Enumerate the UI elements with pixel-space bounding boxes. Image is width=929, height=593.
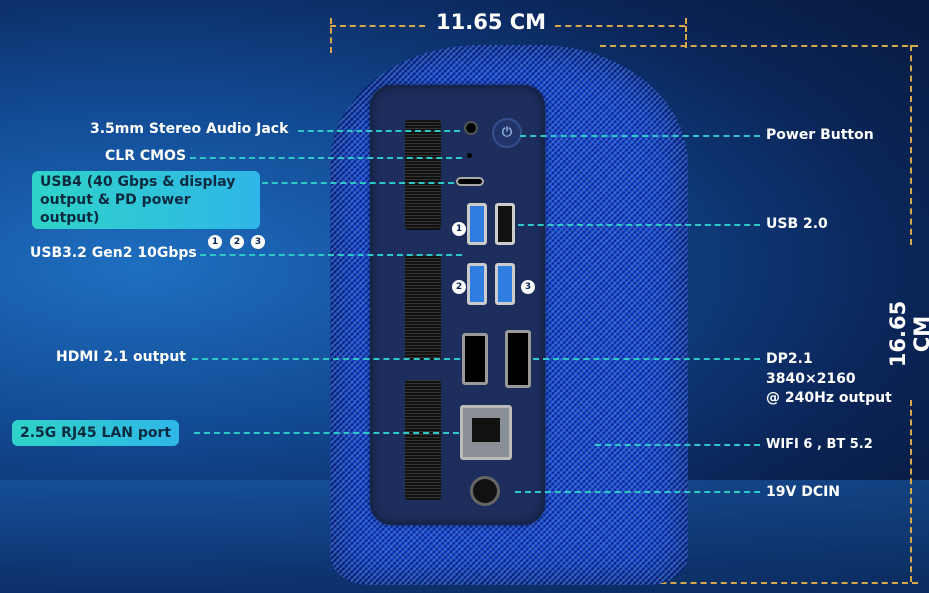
usb3-port-3: [495, 263, 515, 305]
height-dimension-line: [910, 400, 912, 582]
leader-line: [518, 224, 760, 226]
usb3-port-1: [467, 203, 487, 245]
leader-line: [520, 135, 760, 137]
width-dimension-line: [330, 25, 425, 27]
label-audio-jack: 3.5mm Stereo Audio Jack: [90, 121, 289, 137]
usb-marker-2: 2: [452, 280, 466, 294]
label-dp-2: 3840×2160: [766, 371, 856, 387]
usb-marker-3: 3: [521, 280, 535, 294]
label-wifi: WIFI 6 , BT 5.2: [766, 437, 873, 452]
vent-grille: [405, 380, 441, 500]
hdmi-port: [462, 333, 488, 385]
label-lan: 2.5G RJ45 LAN port: [12, 420, 180, 446]
label-usb32: USB3.2 Gen2 10Gbps: [30, 245, 197, 261]
label-dp-3: @ 240Hz output: [766, 390, 892, 406]
usb-legend-marker-1: 1: [208, 235, 222, 249]
leader-line: [533, 358, 760, 360]
leader-line: [262, 182, 454, 184]
label-usb4: USB4 (40 Gbps & display output & PD powe…: [32, 171, 260, 229]
leader-line: [190, 157, 462, 159]
label-clr-cmos: CLR CMOS: [105, 148, 187, 164]
label-power-button: Power Button: [766, 127, 874, 143]
height-dimension-line: [910, 45, 912, 245]
label-usb2: USB 2.0: [766, 216, 828, 232]
height-dimension: 16.65 CM: [886, 300, 929, 368]
leader-line: [200, 254, 462, 256]
width-dimension-tick: [330, 18, 332, 53]
usb-marker-1: 1: [452, 222, 466, 236]
label-dp-1: DP2.1: [766, 351, 813, 367]
clr-cmos-hole: [467, 153, 472, 158]
leader-line: [194, 432, 459, 434]
vent-grille: [405, 255, 441, 360]
width-dimension-tick: [685, 18, 687, 48]
power-button: ⏻: [492, 118, 522, 148]
leader-line: [192, 358, 460, 360]
height-dimension-tick: [600, 45, 918, 47]
label-dcin: 19V DCIN: [766, 484, 841, 500]
usb2-port: [495, 203, 515, 245]
audio-jack: [464, 121, 478, 135]
rear-panel: [370, 85, 545, 525]
usb-legend-marker-2: 2: [230, 235, 244, 249]
leader-line: [515, 491, 760, 493]
rj45-port: [460, 405, 512, 460]
displayport-port: [505, 330, 531, 388]
leader-line: [595, 444, 760, 446]
usb4-port: [456, 177, 484, 186]
dc-in-port: [470, 476, 500, 506]
width-dimension-line: [555, 25, 685, 27]
label-hdmi: HDMI 2.1 output: [56, 349, 186, 365]
width-dimension: 11.65 CM: [436, 10, 547, 34]
usb3-port-2: [467, 263, 487, 305]
usb-legend-marker-3: 3: [251, 235, 265, 249]
vent-grille: [405, 120, 441, 230]
leader-line: [298, 130, 460, 132]
height-dimension-tick: [600, 582, 918, 584]
